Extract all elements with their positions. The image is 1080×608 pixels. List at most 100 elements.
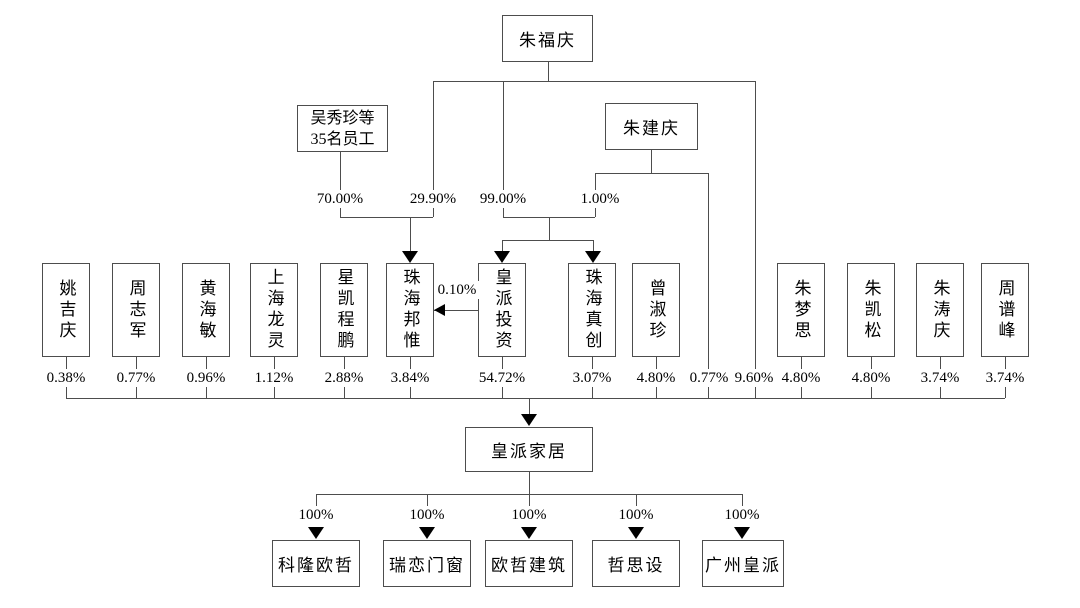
ownership-pct-label: 100% — [295, 506, 337, 524]
connector-line — [433, 81, 434, 217]
ownership-pct-label: 29.90% — [406, 190, 460, 208]
arrowhead-left-icon — [434, 304, 445, 316]
node-subsidiary: 欧哲建筑 — [485, 540, 573, 587]
connector-line — [502, 240, 593, 241]
node-label: 珠海邦惟 — [400, 268, 420, 352]
node-shareholder: 曾淑珍 — [632, 263, 680, 357]
node-label: 欧哲建筑 — [491, 556, 567, 575]
node-label: 朱梦思 — [791, 278, 811, 342]
node-shareholder: 皇派投资 — [478, 263, 526, 357]
connector-line — [427, 494, 428, 506]
connector-line — [316, 494, 317, 506]
node-shareholder: 上海龙灵 — [250, 263, 298, 357]
ownership-pct-label: 100% — [721, 506, 763, 524]
connector-line — [708, 173, 709, 398]
connector-line — [529, 494, 530, 506]
node-label: 朱建庆 — [623, 119, 680, 138]
ownership-pct-label: 0.10% — [434, 281, 480, 299]
node-subsidiary: 广州皇派 — [702, 540, 784, 587]
ownership-pct-label: 3.07% — [569, 369, 615, 387]
ownership-pct-label: 54.72% — [475, 369, 529, 387]
ownership-pct-label: 3.84% — [387, 369, 433, 387]
node-shareholder: 朱涛庆 — [916, 263, 964, 357]
arrowhead-down-icon — [308, 527, 324, 539]
node-zhu-jianqing: 朱建庆 — [605, 103, 698, 150]
ownership-pct-label: 0.96% — [183, 369, 229, 387]
arrowhead-down-icon — [402, 251, 418, 263]
ownership-pct-label: 2.88% — [321, 369, 367, 387]
ownership-pct-label: 0.77% — [113, 369, 159, 387]
node-label: 哲思设 — [607, 556, 665, 575]
connector-line — [742, 494, 743, 506]
connector-line — [755, 81, 756, 398]
node-label: 朱凯松 — [861, 278, 881, 342]
ownership-pct-label: 4.80% — [633, 369, 679, 387]
node-label: 周谱峰 — [995, 278, 1015, 342]
node-subsidiary: 瑞恋门窗 — [383, 540, 471, 587]
connector-line — [529, 472, 530, 494]
node-shareholder: 姚吉庆 — [42, 263, 90, 357]
connector-line — [636, 494, 637, 506]
arrowhead-down-icon — [521, 527, 537, 539]
arrowhead-down-icon — [419, 527, 435, 539]
ownership-pct-label: 3.74% — [917, 369, 963, 387]
arrowhead-down-icon — [734, 527, 750, 539]
connector-line — [593, 240, 594, 253]
connector-line — [548, 62, 549, 81]
ownership-pct-label: 100% — [615, 506, 657, 524]
node-label: 瑞恋门窗 — [389, 556, 465, 575]
node-label: 皇派家居 — [491, 442, 567, 461]
connector-line — [549, 217, 550, 240]
ownership-pct-label: 4.80% — [848, 369, 894, 387]
node-shareholder: 黄海敏 — [182, 263, 230, 357]
connector-line — [433, 81, 755, 82]
ownership-pct-label: 0.38% — [43, 369, 89, 387]
ownership-pct-label: 70.00% — [313, 190, 367, 208]
node-label: 朱涛庆 — [930, 278, 950, 342]
node-label: 吴秀珍等 35名员工 — [310, 108, 374, 150]
node-shareholder: 周志军 — [112, 263, 160, 357]
ownership-pct-label: 1.00% — [577, 190, 623, 208]
node-label-line2: 35名员工 — [310, 130, 375, 148]
node-label: 广州皇派 — [705, 556, 781, 575]
connector-line — [503, 81, 504, 217]
connector-line — [595, 173, 708, 174]
arrowhead-down-icon — [585, 251, 601, 263]
node-huangpai-home: 皇派家居 — [465, 427, 593, 472]
connector-line — [66, 398, 1005, 399]
node-label: 曾淑珍 — [646, 278, 666, 342]
connector-line — [340, 217, 433, 218]
node-shareholder: 珠海真创 — [568, 263, 616, 357]
ownership-pct-label: 99.00% — [476, 190, 530, 208]
ownership-pct-label: 0.77% — [686, 369, 732, 387]
node-subsidiary: 科隆欧哲 — [272, 540, 360, 587]
node-employees: 吴秀珍等 35名员工 — [297, 105, 388, 152]
ownership-pct-label: 100% — [406, 506, 448, 524]
node-zhu-fuqing: 朱福庆 — [502, 15, 593, 62]
node-label: 朱福庆 — [519, 31, 576, 50]
node-shareholder: 朱凯松 — [847, 263, 895, 357]
node-shareholder: 珠海邦惟 — [386, 263, 434, 357]
node-label: 皇派投资 — [492, 268, 512, 352]
node-label: 珠海真创 — [582, 268, 602, 352]
arrowhead-down-icon — [494, 251, 510, 263]
node-subsidiary: 哲思设 — [592, 540, 680, 587]
node-label: 周志军 — [126, 278, 146, 342]
ownership-pct-label: 9.60% — [731, 369, 777, 387]
node-shareholder: 朱梦思 — [777, 263, 825, 357]
node-shareholder: 周谱峰 — [981, 263, 1029, 357]
connector-line — [651, 150, 652, 173]
connector-line — [502, 240, 503, 253]
ownership-pct-label: 4.80% — [778, 369, 824, 387]
arrowhead-down-icon — [628, 527, 644, 539]
node-label: 上海龙灵 — [264, 268, 284, 352]
ownership-pct-label: 3.74% — [982, 369, 1028, 387]
node-shareholder: 星凯程鹏 — [320, 263, 368, 357]
ownership-pct-label: 1.12% — [251, 369, 297, 387]
connector-line — [529, 398, 530, 414]
ownership-pct-label: 100% — [508, 506, 550, 524]
connector-line — [434, 310, 478, 311]
connector-line — [410, 217, 411, 253]
node-label: 黄海敏 — [196, 278, 216, 342]
